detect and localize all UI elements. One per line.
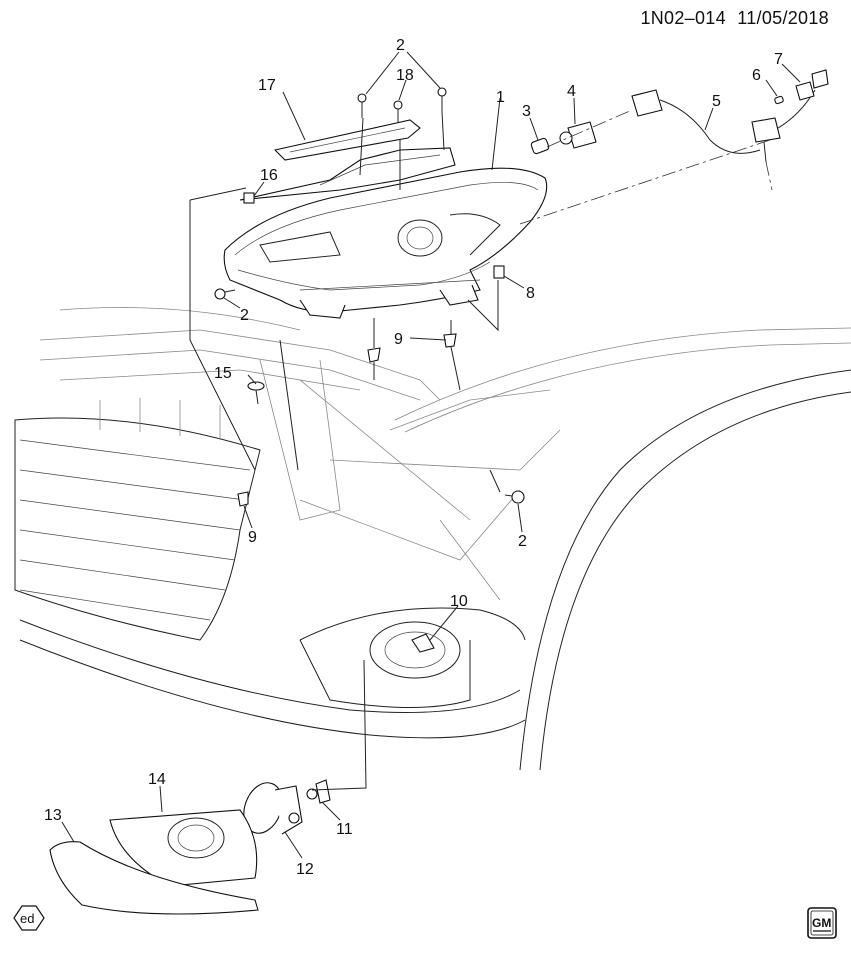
- callout-6: 6: [752, 67, 761, 84]
- callout-13: 13: [44, 807, 62, 824]
- callout-3: 3: [522, 103, 531, 120]
- clip-9-left: [237, 491, 249, 507]
- gm-logo-text: GM: [812, 916, 831, 930]
- bolt-top-left: [357, 93, 367, 118]
- callout-9: 9: [248, 529, 257, 546]
- diagram-header: 1N02–014 11/05/2018: [634, 8, 829, 29]
- headlamp-assembly: [223, 147, 548, 319]
- bolt-left: [214, 288, 236, 300]
- bolt-lower-right: [504, 490, 525, 504]
- bolt-top-right: [437, 87, 447, 112]
- bulb-6: [774, 95, 784, 105]
- gm-logo: GM: [807, 907, 837, 939]
- centerline-3: [546, 109, 633, 148]
- vehicle-front-body: [14, 307, 851, 771]
- diagram-date: 11/05/2018: [737, 8, 829, 28]
- fog-lamp-12: [243, 782, 303, 835]
- bracket-10: [411, 633, 435, 653]
- centerline: [519, 139, 771, 225]
- callout-16: 16: [260, 167, 278, 184]
- screw-18: [393, 100, 403, 122]
- clip-9-upper: [367, 347, 381, 363]
- fog-lamp-bezel-14: [109, 809, 258, 887]
- socket-7: [795, 69, 829, 101]
- ed-badge-text: ed: [20, 911, 34, 926]
- callout-labels: 1 2 2 2 3 4 5 6 7 8 9 9 10 11 12 13 14 1…: [44, 37, 783, 878]
- callout-18: 18: [396, 67, 414, 84]
- nut-8: [493, 265, 505, 279]
- trim-molding-13: [49, 841, 259, 915]
- callout-17: 17: [258, 77, 276, 94]
- centerline-2: [765, 161, 773, 191]
- diagram-code: 1N02–014: [640, 8, 726, 28]
- callout-1: 1: [496, 89, 505, 106]
- callout-15: 15: [214, 365, 232, 382]
- nut-16: [243, 192, 255, 204]
- callout-11: 11: [336, 821, 353, 838]
- callout-4: 4: [567, 83, 576, 100]
- screw-15: [247, 381, 265, 405]
- ed-badge: ed: [13, 905, 45, 931]
- socket-4: [559, 121, 597, 149]
- callout-8: 8: [526, 285, 535, 302]
- callout-2: 2: [518, 533, 527, 550]
- callout-2: 2: [240, 307, 249, 324]
- headlamp-filler-panel: [273, 119, 421, 161]
- callout-12: 12: [296, 861, 314, 878]
- clip-9-upper-right: [443, 333, 457, 348]
- callout-9: 9: [394, 331, 403, 348]
- bulb-3: [530, 137, 550, 155]
- leader-lines: [61, 51, 801, 859]
- wiring-harness-5: [631, 89, 816, 163]
- callout-14: 14: [148, 771, 166, 788]
- callout-5: 5: [712, 93, 721, 110]
- callout-7: 7: [774, 51, 783, 68]
- callout-2: 2: [396, 37, 405, 54]
- fog-socket-11: [306, 779, 331, 804]
- callout-10: 10: [450, 593, 468, 610]
